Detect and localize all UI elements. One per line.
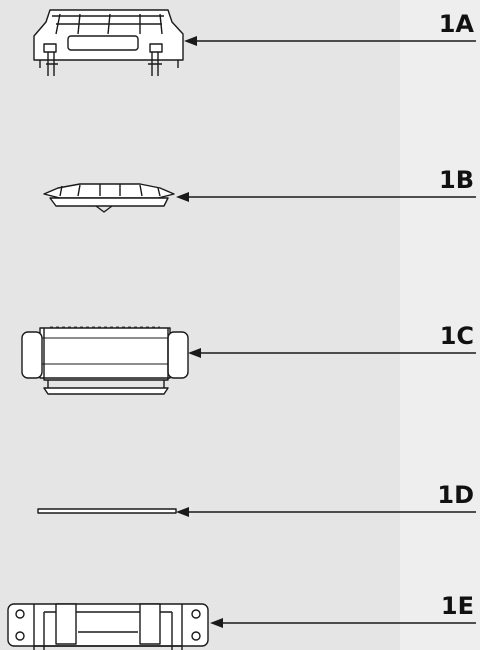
part-1a-drawing xyxy=(33,9,184,76)
leader-line-1a xyxy=(184,36,476,46)
left-panel-background xyxy=(0,0,400,650)
callout-label-1b: 1B xyxy=(439,166,474,194)
callout-label-1a: 1A xyxy=(439,10,475,38)
leader-line-1e xyxy=(210,618,476,628)
callout-label-1d: 1D xyxy=(437,481,474,509)
right-panel-background xyxy=(400,0,480,650)
part-1b-drawing xyxy=(43,183,175,213)
callout-label-1c: 1C xyxy=(440,322,474,350)
part-1c-drawing xyxy=(21,326,189,395)
leader-line-1c xyxy=(188,348,476,358)
leader-line-1d xyxy=(176,507,476,517)
part-1d-drawing xyxy=(37,508,177,514)
leader-line-1b xyxy=(176,192,476,202)
callout-label-1e: 1E xyxy=(441,592,474,620)
part-1e-drawing xyxy=(7,603,209,650)
